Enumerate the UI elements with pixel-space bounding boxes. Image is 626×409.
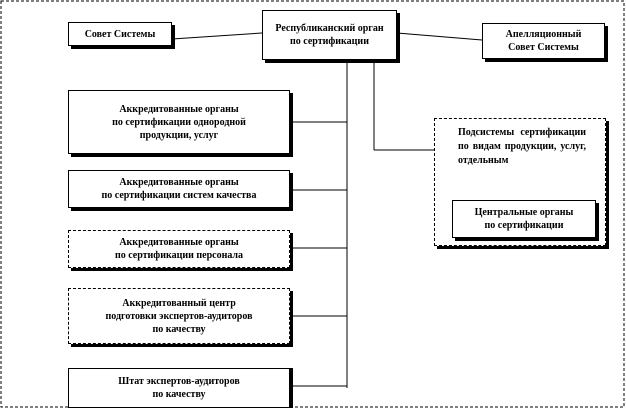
node-central: Республиканский орган по сертификации — [262, 10, 397, 60]
node-quality-systems: Аккредитованные органы по сертификации с… — [68, 170, 290, 208]
node-personnel-label: Аккредитованные органы по сертификации п… — [114, 237, 244, 261]
node-subsystems-label: Подсистемы сертификации по видам продукц… — [458, 127, 586, 166]
node-central-bodies-label: Центральные органы по сертификации — [474, 207, 574, 231]
node-central-label: Республиканский орган по сертификации — [275, 23, 384, 47]
link-central-council — [171, 32, 263, 40]
node-auditors-staff: Штат экспертов-аудиторов по качеству — [68, 368, 290, 408]
node-training-center-label: Аккредитованный центр подготовки эксперт… — [105, 297, 253, 335]
node-council-label: Совет Системы — [84, 28, 156, 40]
node-appeal-label: Апелляционный Совет Системы — [505, 29, 582, 53]
node-appeal: Апелляционный Совет Системы — [482, 23, 605, 59]
node-auditors-staff-label: Штат экспертов-аудиторов по качеству — [118, 376, 240, 400]
node-homogeneous-label: Аккредитованные органы по сертификации о… — [112, 103, 246, 141]
node-central-bodies: Центральные органы по сертификации — [452, 200, 596, 238]
node-homogeneous: Аккредитованные органы по сертификации о… — [68, 90, 290, 154]
node-training-center: Аккредитованный центр подготовки эксперт… — [68, 288, 290, 344]
node-council: Совет Системы — [68, 22, 172, 46]
node-personnel: Аккредитованные органы по сертификации п… — [68, 230, 290, 268]
node-quality-systems-label: Аккредитованные органы по сертификации с… — [101, 177, 257, 201]
link-central-appeal — [396, 32, 483, 41]
